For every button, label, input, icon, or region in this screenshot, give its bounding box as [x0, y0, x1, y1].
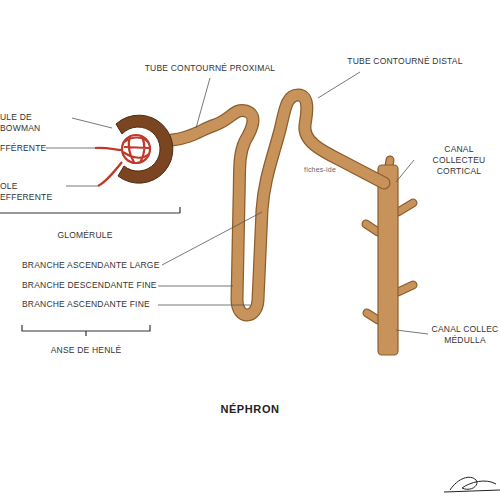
glomerulus-capillaries — [95, 135, 150, 186]
part-label: ULE DE BOWMAN — [0, 112, 72, 134]
part-label: FFÉRENTE — [0, 143, 46, 154]
signature — [444, 477, 500, 492]
watermark: fiches-ide — [298, 164, 342, 175]
bowman-capsule — [116, 115, 173, 183]
part-label: BRANCHE ASCENDANTE FINE — [22, 299, 158, 310]
diagram-title: NÉPHRON — [0, 403, 500, 415]
part-label: TUBE CONTOURNÉ DISTAL — [340, 56, 470, 67]
part-label: TUBE CONTOURNÉ PROXIMAL — [140, 63, 280, 74]
part-label: OLE EFFERENTE — [0, 181, 66, 203]
group-label: GLOMÉRULE — [40, 230, 130, 241]
part-label: CANAL COLLEC MÉDULLA — [430, 324, 500, 346]
bracket — [0, 207, 180, 336]
part-label: CANAL COLLECTEU CORTICAL — [418, 144, 500, 177]
group-label: ANSE DE HENLÉ — [30, 345, 142, 356]
renal-tubule — [172, 95, 384, 315]
collecting-duct — [366, 160, 413, 355]
part-label: BRANCHE ASCENDANTE LARGE — [22, 260, 162, 271]
part-label: BRANCHE DESCENDANTE FINE — [22, 280, 158, 291]
leader-lines — [46, 72, 428, 334]
